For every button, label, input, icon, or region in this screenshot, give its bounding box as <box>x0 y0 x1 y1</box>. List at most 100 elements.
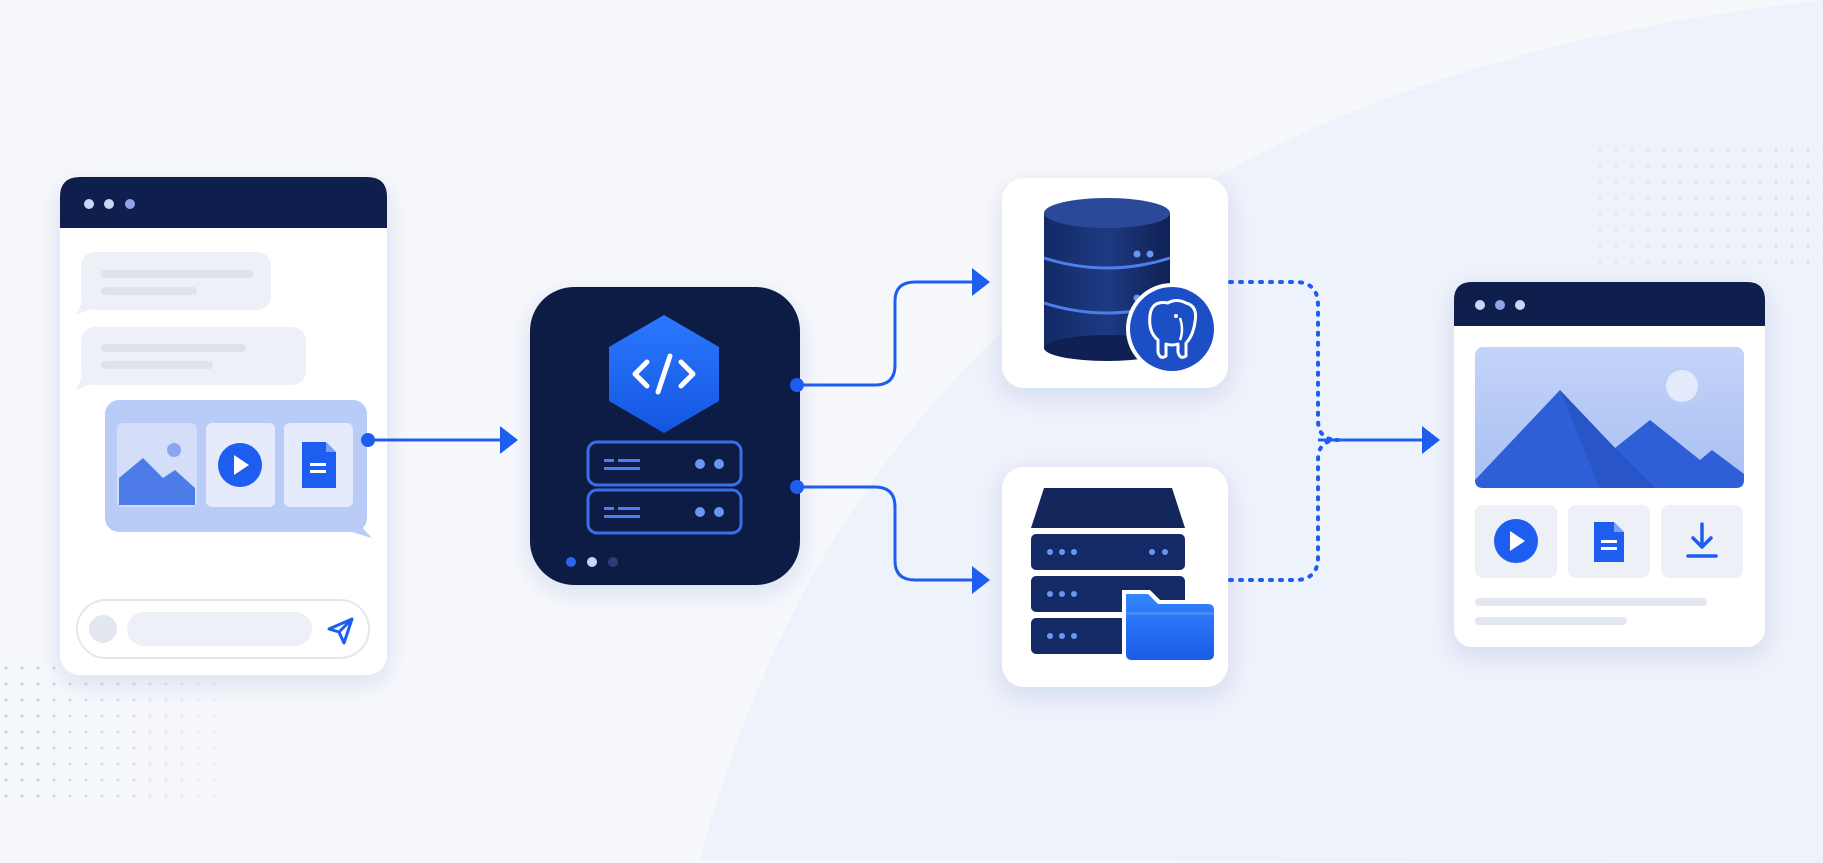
decorative-dot <box>1630 180 1634 184</box>
decorative-dot <box>1774 196 1778 200</box>
decorative-dot <box>1726 244 1730 248</box>
image-attachment[interactable] <box>117 423 197 507</box>
decorative-dot <box>148 762 152 766</box>
decorative-dot <box>116 682 120 686</box>
message-input[interactable] <box>127 612 312 646</box>
edge-databases-to-viewer <box>1228 280 1440 582</box>
decorative-dot <box>68 778 72 782</box>
decorative-dot <box>1742 260 1746 264</box>
decorative-dot <box>1630 228 1634 232</box>
decorative-dot <box>1806 164 1810 168</box>
send-icon[interactable] <box>327 617 354 645</box>
decorative-dot <box>4 714 8 718</box>
decorative-dot <box>164 794 168 798</box>
download-icon[interactable] <box>1686 522 1718 558</box>
decorative-dot <box>1710 180 1714 184</box>
decorative-dot <box>68 682 72 686</box>
decorative-dot <box>4 730 8 734</box>
decorative-dot <box>4 762 8 766</box>
decorative-dot <box>148 778 152 782</box>
attach-icon[interactable] <box>89 615 117 643</box>
decorative-dot <box>132 698 136 702</box>
decorative-dot <box>100 714 104 718</box>
decorative-dot <box>212 682 216 686</box>
decorative-dot <box>212 714 216 718</box>
decorative-dot <box>100 682 104 686</box>
decorative-dot <box>1774 244 1778 248</box>
decorative-dot <box>84 794 88 798</box>
decorative-dot <box>1662 164 1666 168</box>
window-title-bar <box>60 177 387 228</box>
decorative-dot <box>196 730 200 734</box>
decorative-dot <box>1598 228 1602 232</box>
decorative-dot <box>1694 260 1698 264</box>
decorative-dot <box>52 682 56 686</box>
decorative-dot <box>84 682 88 686</box>
image-preview[interactable] <box>1475 347 1744 488</box>
decorative-dot <box>1614 212 1618 216</box>
document-attachment[interactable] <box>284 423 353 507</box>
decorative-dot <box>1790 260 1794 264</box>
decorative-dot <box>212 794 216 798</box>
decorative-dot <box>52 730 56 734</box>
decorative-dot <box>20 762 24 766</box>
decorative-dot <box>20 714 24 718</box>
decorative-dot <box>148 794 152 798</box>
decorative-dot <box>20 682 24 686</box>
decorative-dot <box>180 746 184 750</box>
status-dots <box>566 557 618 567</box>
decorative-dot <box>1742 148 1746 152</box>
decorative-dot <box>196 698 200 702</box>
decorative-dot <box>1646 164 1650 168</box>
decorative-dot <box>84 730 88 734</box>
decorative-dot <box>4 778 8 782</box>
decorative-dot <box>1630 164 1634 168</box>
decorative-dot <box>1662 212 1666 216</box>
decorative-dot <box>1774 212 1778 216</box>
postgres-database <box>1002 178 1228 388</box>
video-attachment[interactable] <box>206 423 275 507</box>
decorative-dot <box>1790 164 1794 168</box>
message-input-bar[interactable] <box>76 599 370 659</box>
decorative-dot <box>100 794 104 798</box>
decorative-dot <box>164 778 168 782</box>
decorative-dot <box>180 794 184 798</box>
window-controls[interactable] <box>84 199 135 209</box>
attachment-message[interactable] <box>105 400 372 538</box>
decorative-dot <box>36 714 40 718</box>
dot-grid-bottom-left <box>4 666 216 798</box>
decorative-dot <box>1806 148 1810 152</box>
decorative-dot <box>1710 148 1714 152</box>
download-tile[interactable] <box>1661 505 1743 578</box>
document-tile[interactable] <box>1568 505 1650 578</box>
decorative-dot <box>1790 196 1794 200</box>
decorative-dot <box>20 746 24 750</box>
decorative-dot <box>1646 244 1650 248</box>
decorative-dot <box>4 666 8 670</box>
decorative-dot <box>116 698 120 702</box>
decorative-dot <box>1694 212 1698 216</box>
video-tile[interactable] <box>1475 505 1557 578</box>
postgresql-elephant-icon <box>1126 283 1218 375</box>
decorative-dot <box>68 730 72 734</box>
decorative-dot <box>4 794 8 798</box>
window-controls[interactable] <box>1475 300 1525 310</box>
decorative-dot <box>132 746 136 750</box>
decorative-dot <box>1710 244 1714 248</box>
decorative-dot <box>1758 228 1762 232</box>
decorative-dot <box>1742 196 1746 200</box>
decorative-dot <box>1806 228 1810 232</box>
decorative-dot <box>1614 196 1618 200</box>
decorative-dot <box>100 778 104 782</box>
decorative-dot <box>1646 212 1650 216</box>
decorative-dot <box>20 666 24 670</box>
decorative-dot <box>84 746 88 750</box>
decorative-dot <box>1742 180 1746 184</box>
decorative-dot <box>196 714 200 718</box>
decorative-dot <box>1758 148 1762 152</box>
decorative-dot <box>1710 212 1714 216</box>
decorative-dot <box>20 778 24 782</box>
decorative-dot <box>100 762 104 766</box>
decorative-dot <box>1806 244 1810 248</box>
decorative-dot <box>196 746 200 750</box>
